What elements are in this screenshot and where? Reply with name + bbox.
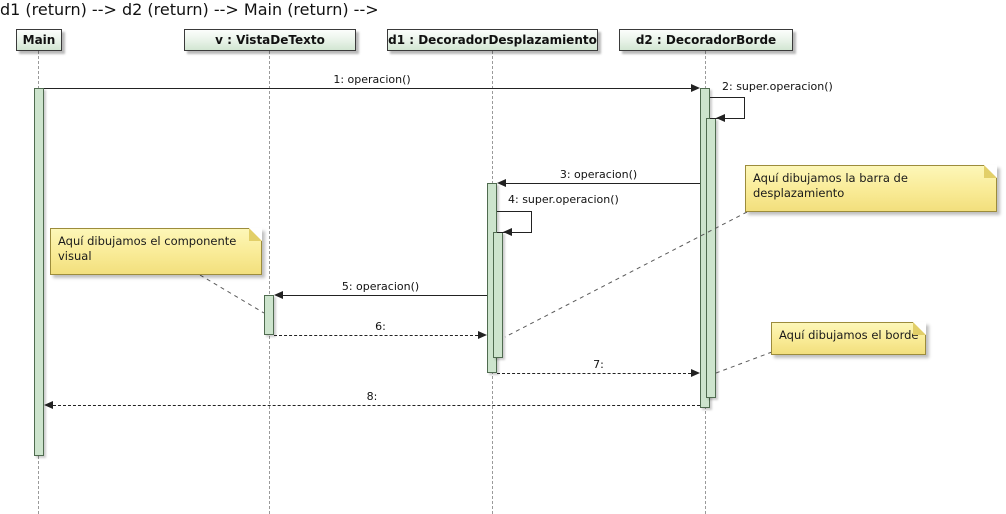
note-borde: Aquí dibujamos el borde [771,322,926,355]
note-barra-desplazamiento-text: Aquí dibujamos la barra de desplazamient… [753,171,908,200]
message-5-arrowhead-icon [274,291,283,299]
participant-decoradordesplazamiento-label: d1 : DecoradorDesplazamiento [388,33,597,47]
activation-d2-inner [706,118,716,398]
message-4-label: 4: super.operacion() [508,193,619,206]
message-5-line [283,295,487,296]
message-7-line [497,373,691,374]
activation-v [264,295,274,335]
message-6-line [274,335,478,336]
message-6-arrowhead-icon [478,331,487,339]
message-1-label: 1: operacion() [333,73,411,86]
participant-vistadetexto-label: v : VistaDeTexto [215,33,325,47]
note-fold-icon [913,322,926,335]
message-2-self-loop [710,97,745,119]
note-fold-icon [249,228,262,241]
message-7-label: 7: [593,358,604,371]
lifeline-vistadetexto [269,51,270,514]
message-8-line [53,405,700,406]
activation-main [34,88,44,456]
message-1-arrowhead-icon [691,84,700,92]
message-2-label: 2: super.operacion() [722,80,833,93]
message-5-label: 5: operacion() [341,280,420,293]
message-4-arrowhead-icon [503,228,512,236]
message-3-arrowhead-icon [497,179,506,187]
message-3-line [506,183,700,184]
note-borde-text: Aquí dibujamos el borde [779,328,919,342]
note-barra-desplazamiento: Aquí dibujamos la barra de desplazamient… [745,165,997,212]
participant-decoradordesplazamiento: d1 : DecoradorDesplazamiento [387,29,598,51]
message-3-label: 3: operacion() [559,168,638,181]
note-componente-visual: Aquí dibujamos el componente visual [50,228,262,275]
message-2-arrowhead-icon [716,114,725,122]
note-fold-icon [984,165,997,178]
participant-decoradorborde-label: d2 : DecoradorBorde [635,33,777,47]
note-componente-visual-text: Aquí dibujamos el componente visual [58,234,237,263]
participant-main-label: Main [22,33,56,47]
activation-d1-inner [493,232,503,358]
participant-vistadetexto: v : VistaDeTexto [184,29,356,51]
message-8-label: 8: [366,390,378,403]
participant-decoradorborde: d2 : DecoradorBorde [619,29,793,51]
participant-main: Main [16,29,62,51]
message-7-arrowhead-icon [691,369,700,377]
message-1-line [44,88,691,89]
message-8-arrowhead-icon [44,401,53,409]
message-6-label: 6: [375,320,386,333]
